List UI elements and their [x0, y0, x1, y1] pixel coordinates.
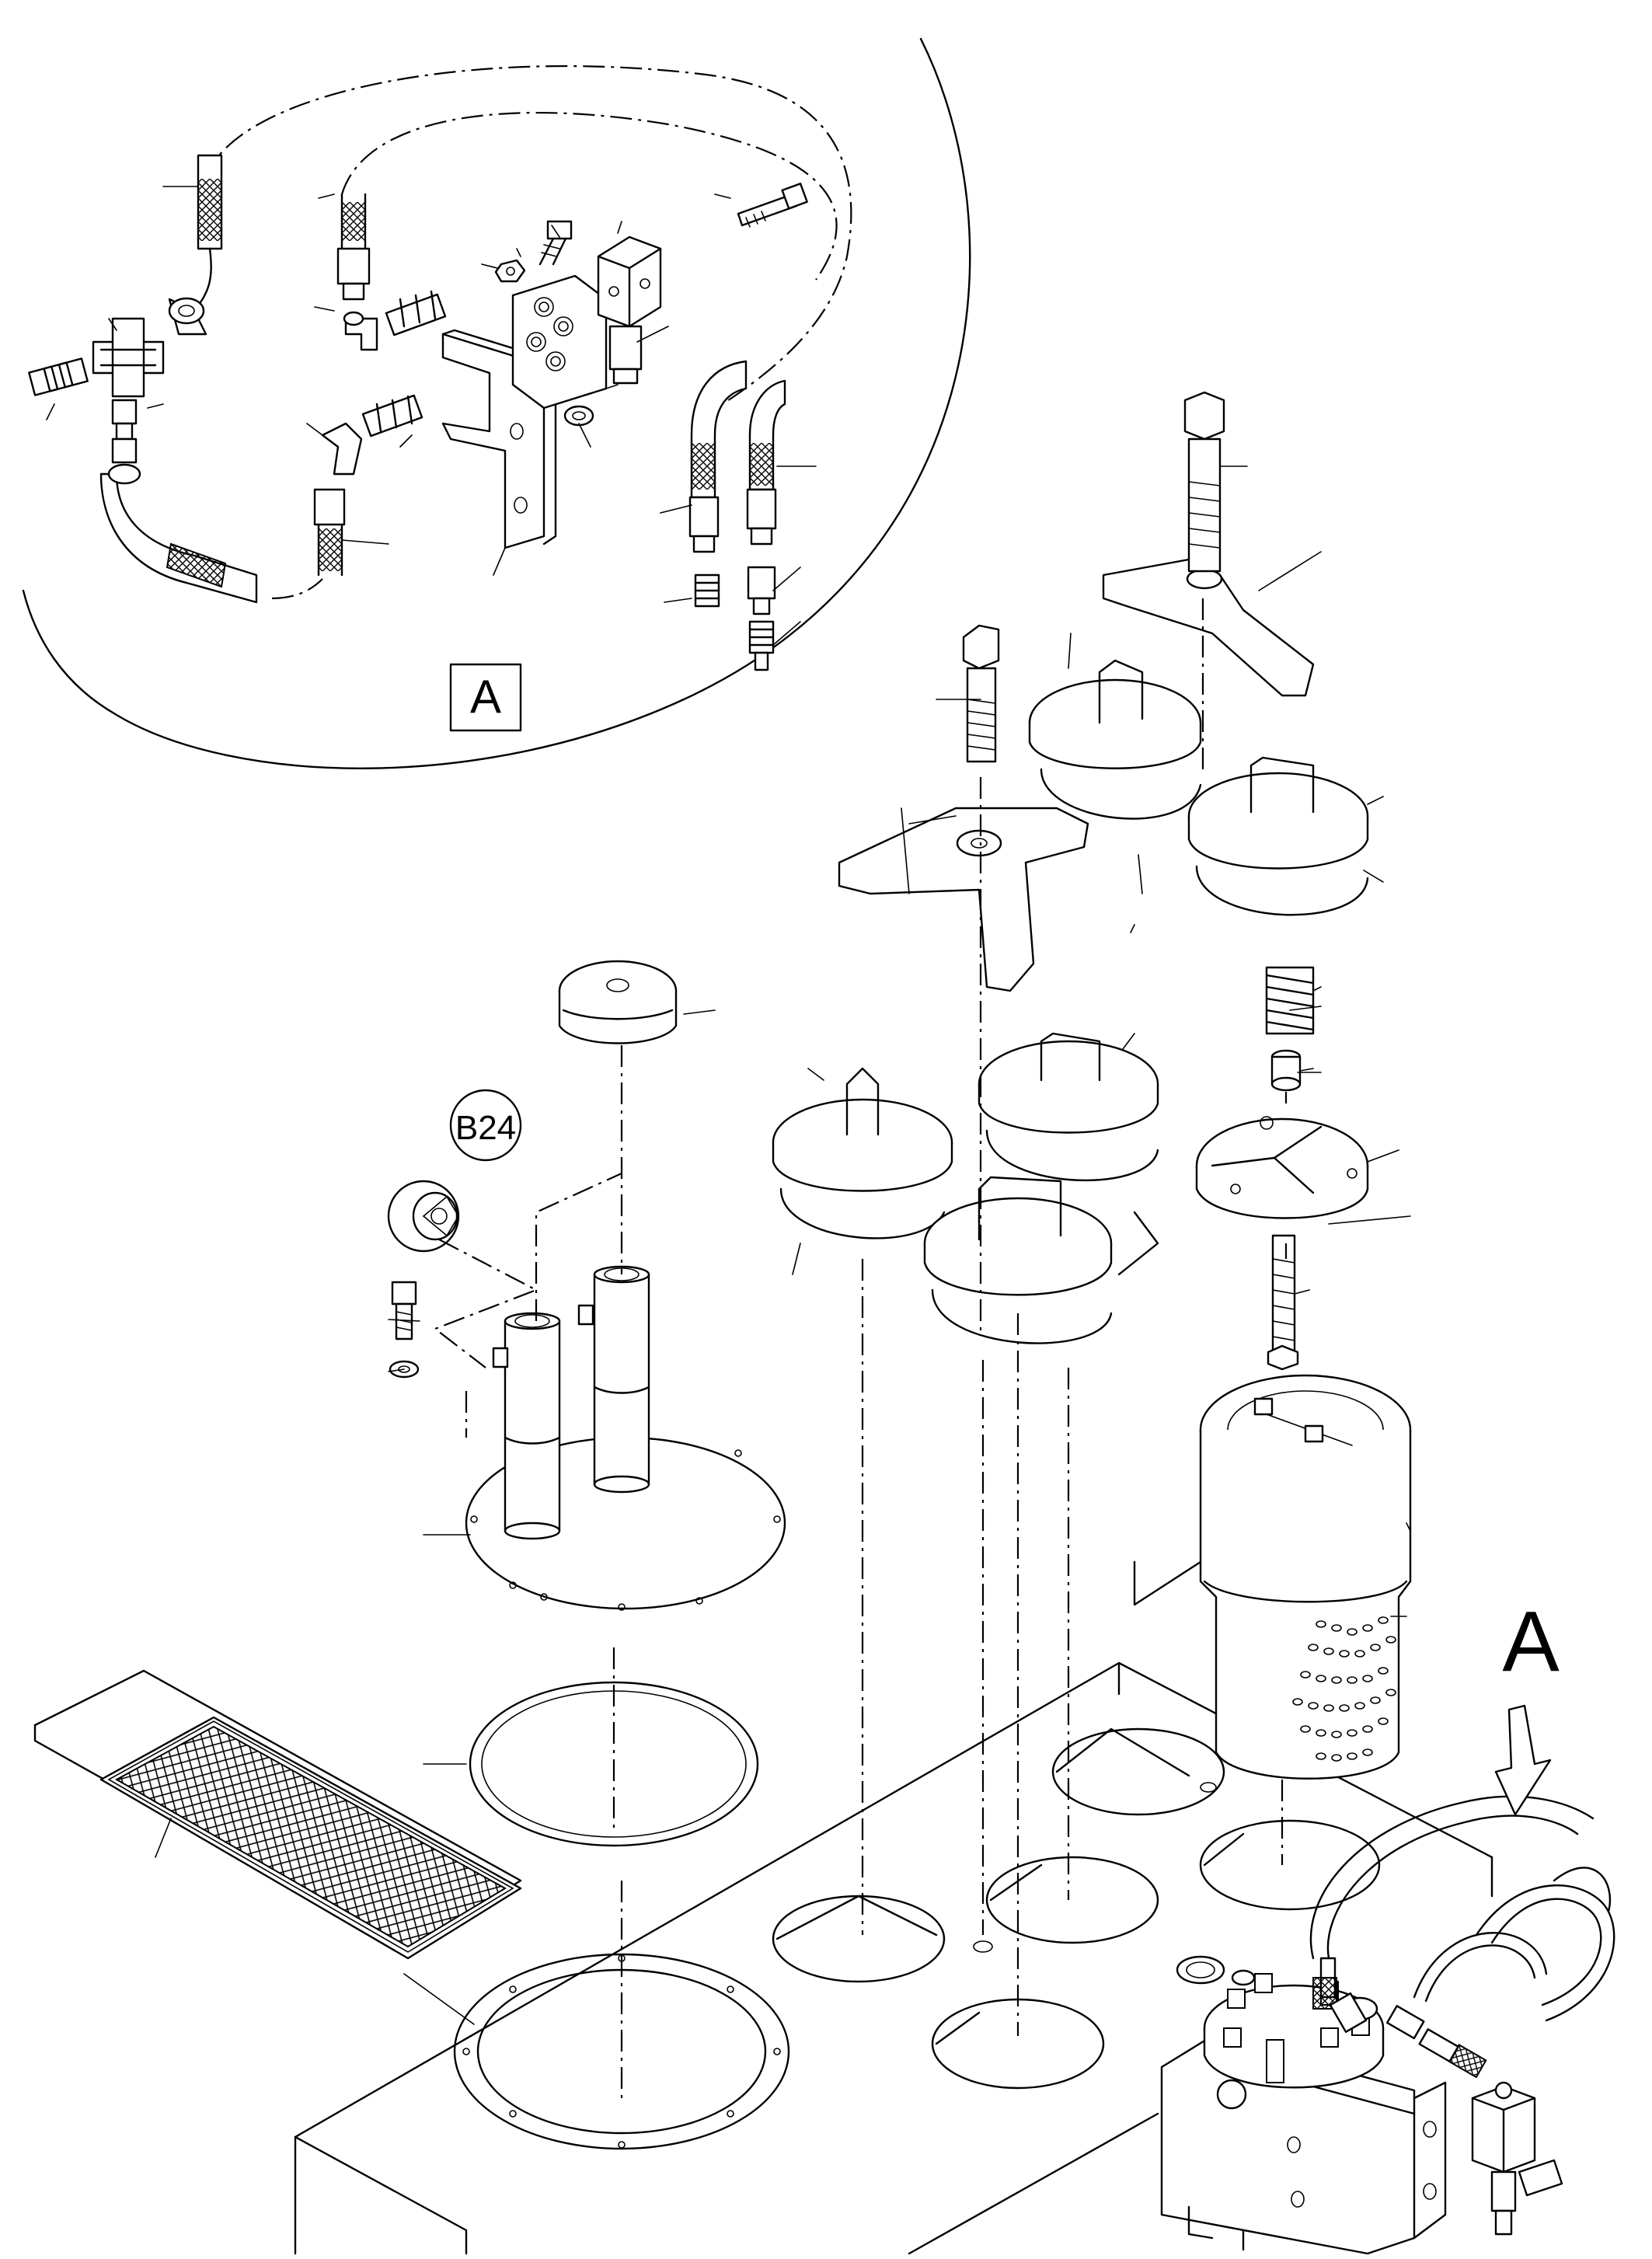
filter-element-canister	[1199, 1374, 1412, 1780]
adapter-fitting-upper	[385, 290, 447, 336]
lid-top-center	[1028, 659, 1202, 820]
tank-opening-3	[985, 1856, 1159, 1944]
tee-fitting	[92, 317, 165, 398]
hex-bolt-top-right	[1183, 391, 1225, 573]
washer-small	[563, 405, 594, 427]
long-bolt-right	[1267, 1234, 1299, 1371]
tube-cap-top	[558, 960, 678, 1044]
nut-fitting-right	[168, 297, 205, 325]
strainer-screen-plate	[33, 1669, 522, 1960]
long-bolt-detail	[737, 183, 808, 228]
callout-circle-text: B24	[455, 1109, 516, 1147]
rubber-nut	[387, 1180, 460, 1253]
handle-knob-bolt-center	[962, 624, 1000, 763]
spider-retainer-ring	[1195, 1116, 1369, 1219]
quick-coupler-left	[28, 357, 89, 396]
view-arrow-label: A	[1502, 1594, 1560, 1689]
fitting-pair-right	[694, 566, 776, 671]
tank-body	[294, 1661, 1493, 2255]
hose-loops-right	[1309, 1795, 1615, 2079]
lid-middle-left	[772, 1067, 953, 1239]
detail-boundary-arc	[22, 37, 971, 769]
tank-ring-fitting	[1176, 1955, 1225, 1985]
solenoid-valve-detail	[597, 235, 662, 385]
detail-view-a: A	[22, 37, 971, 769]
elbow-fitting-lower	[321, 422, 363, 476]
adapter-fitting-lower	[361, 394, 423, 438]
lid-middle-right	[978, 1032, 1159, 1182]
solenoid-valve-bottom	[1471, 2081, 1563, 2236]
elbow-fitting-upper	[343, 311, 378, 351]
hose-pair-right	[688, 360, 786, 553]
hydraulic-valve-assembly	[1160, 1957, 1447, 2255]
tri-handle-center	[838, 807, 1089, 992]
tank-opening-2	[1199, 1819, 1381, 1911]
tank-opening-4	[772, 1895, 946, 1983]
cap-screw-small	[538, 220, 573, 266]
hose-route-outer	[204, 64, 852, 405]
lid-right-upper	[1187, 756, 1369, 916]
spacer-bushing	[1270, 1049, 1302, 1092]
hose-center-lower	[313, 488, 346, 577]
valve-manifold-block	[511, 274, 608, 410]
cap-screw-left	[391, 1281, 417, 1340]
hex-nut-small	[494, 259, 526, 283]
lid-middle-front	[923, 1176, 1113, 1344]
filter-tube-left	[492, 1312, 561, 1540]
hose-center-upper	[336, 193, 371, 301]
view-arrow-a: A	[1494, 1594, 1560, 1816]
detail-label-box: A	[449, 663, 522, 732]
hose-route-bottom	[271, 578, 323, 600]
spring	[1265, 966, 1315, 1035]
detail-label-text: A	[470, 671, 501, 723]
tank-small-hole	[973, 1940, 993, 1953]
callout-circle: B24	[449, 1089, 522, 1162]
tank-opening-1	[1051, 1727, 1225, 1816]
hose-lower-left	[99, 472, 258, 604]
hose-route-inner	[340, 112, 838, 281]
union-fitting	[111, 399, 138, 464]
filter-tube-right	[577, 1265, 650, 1494]
tank-opening-5	[931, 1998, 1105, 2090]
bridge-handle-top-right	[1102, 558, 1315, 697]
